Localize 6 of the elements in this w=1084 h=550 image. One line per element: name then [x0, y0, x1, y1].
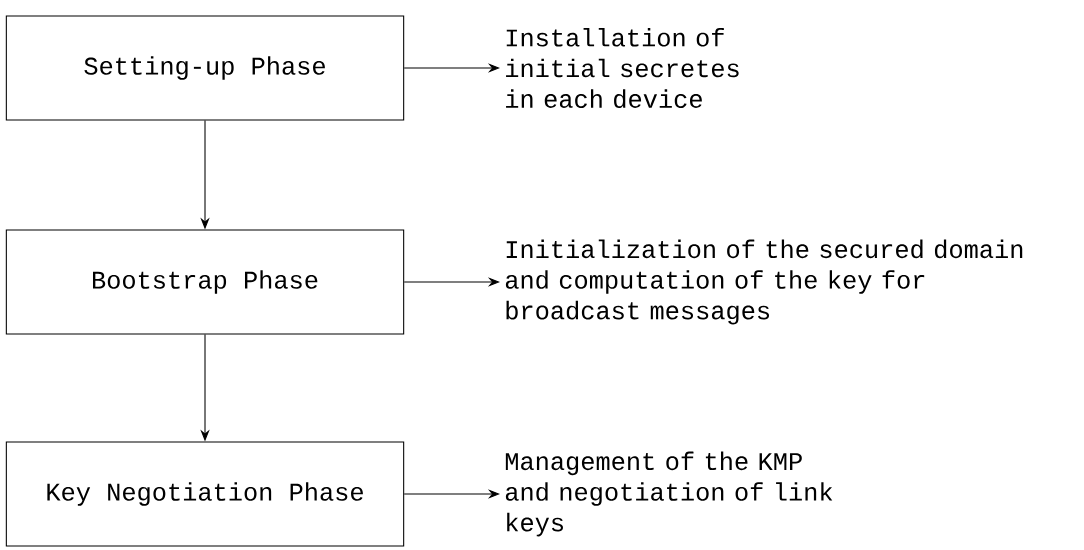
phase-box: Bootstrap Phase: [5, 229, 405, 335]
phase-box: Key Negotiation Phase: [5, 441, 405, 547]
description-text: Installation of initial secretes in each device: [506, 28, 739, 108]
description-text: Initialization of the secured domain and computation of the key for broadcast messages: [505, 239, 1023, 325]
phase-box: Setting-up Phase: [5, 15, 405, 121]
description-text: Management of the KMP and negotiation of link keys: [505, 451, 833, 537]
